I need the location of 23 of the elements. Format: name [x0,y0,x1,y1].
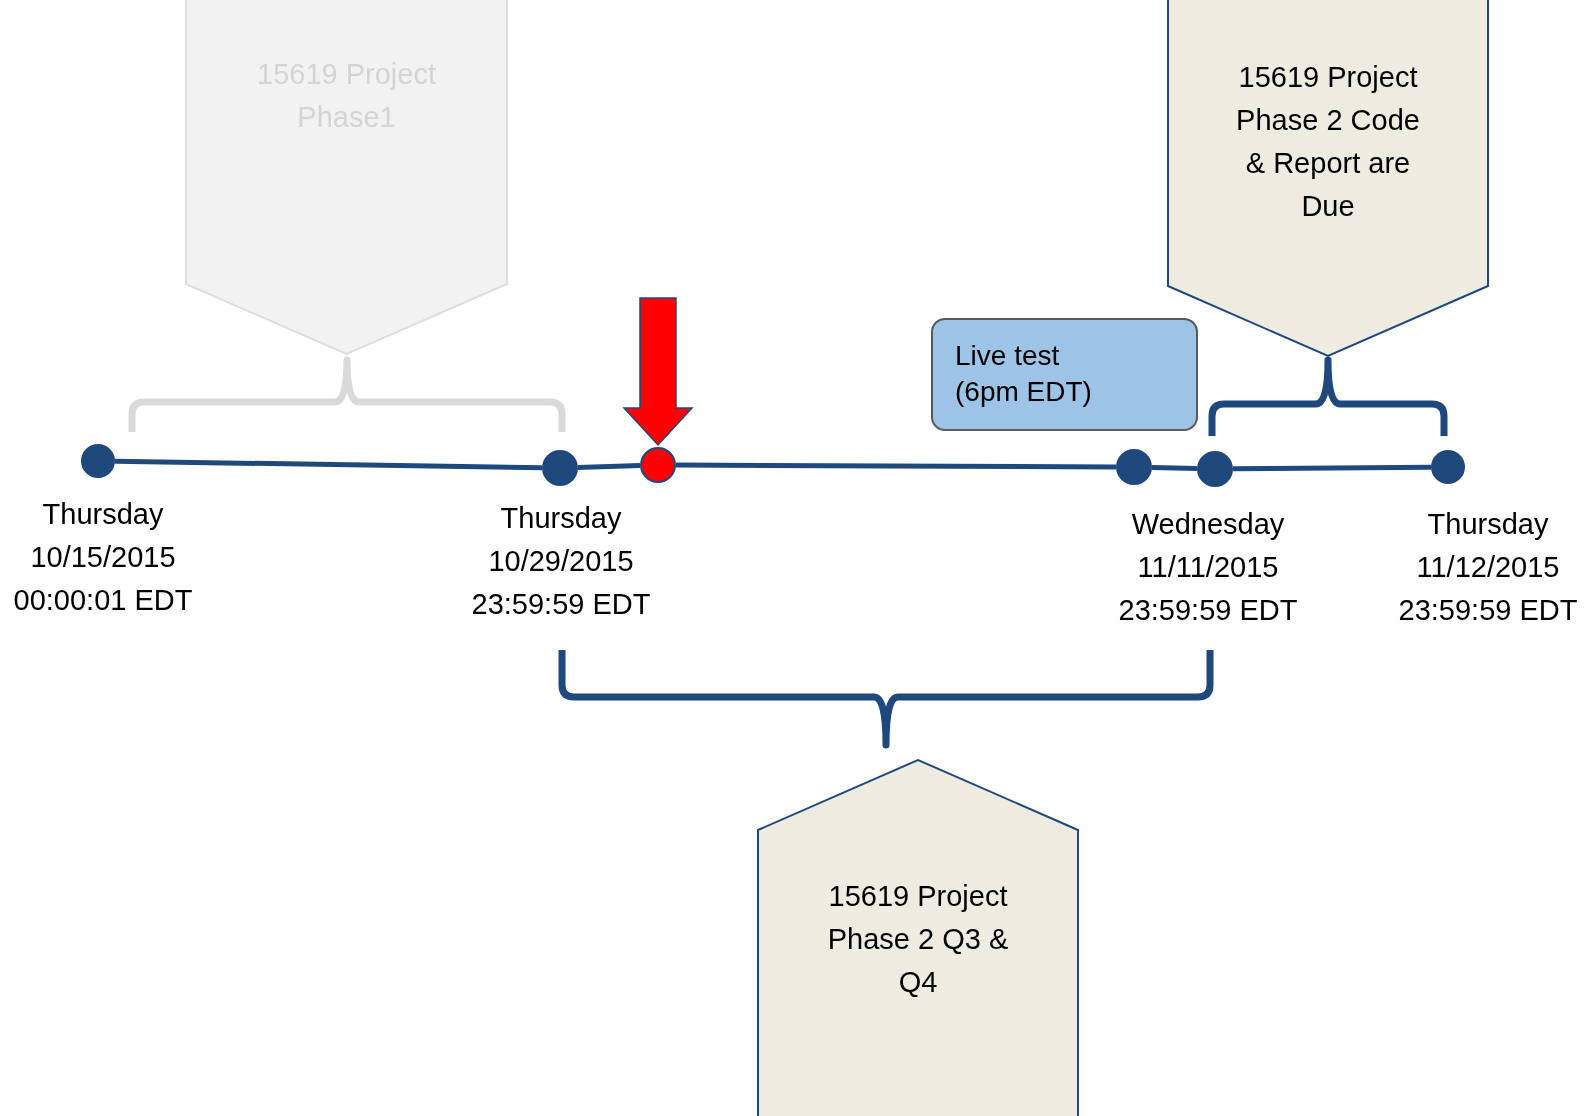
callout-box [186,0,507,354]
timeline-line [676,462,1116,470]
callout-text: 15619 Project Phase 2 Code & Report are Due [1235,60,1421,224]
timeline-line [114,458,543,471]
timeline-point [81,444,115,478]
callout-box [758,760,1078,1116]
timeline-point [1431,450,1465,484]
date-label: Thursday 10/29/2015 23:59:59 EDT [470,501,652,622]
timeline-point [1197,451,1233,487]
event-text: Live test (6pm EDT) [955,339,1093,409]
timeline-point [640,447,676,483]
timeline-line [1151,464,1198,472]
timeline-point [542,450,578,486]
timeline-line [1232,464,1431,472]
date-label: Thursday 11/12/2015 23:59:59 EDT [1397,507,1579,628]
event-box [931,318,1198,431]
callout-text: 15619 Project Phase 2 Q3 & Q4 [826,879,1010,1000]
timeline-point [1116,449,1152,485]
date-label: Thursday 10/15/2015 00:00:01 EDT [12,497,194,618]
block-arrow [622,297,694,447]
timeline-line [577,463,641,470]
date-label: Wednesday 11/11/2015 23:59:59 EDT [1117,507,1299,628]
callout-box [1168,0,1488,356]
